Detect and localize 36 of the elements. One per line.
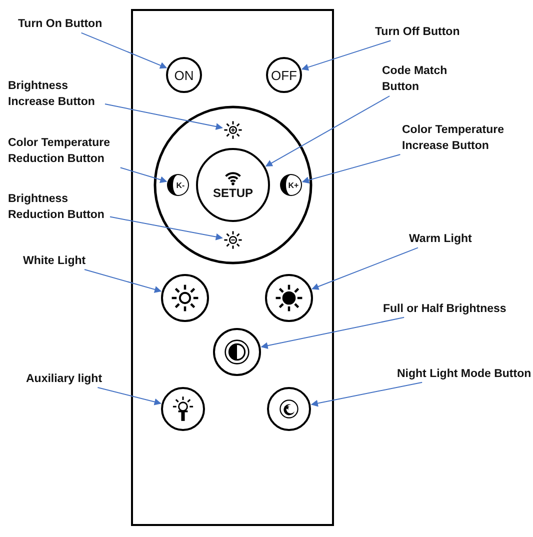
callout-label: White Light (23, 253, 86, 269)
round-button: K+ (280, 174, 302, 196)
round-button (161, 274, 209, 322)
button-label: SETUP (212, 186, 253, 200)
sun-icon (223, 120, 243, 140)
callout-label: Color Temperature Reduction Button (8, 135, 123, 167)
round-button (265, 274, 313, 322)
leader-line (84, 269, 162, 293)
leader-line (302, 154, 401, 184)
leader-line (260, 316, 405, 350)
leader-line (265, 96, 390, 167)
sun-icon (223, 230, 243, 250)
leader-line (97, 387, 162, 406)
callout-label: Code Match Button (382, 63, 457, 95)
leader-line (104, 104, 223, 130)
leader-line (312, 247, 418, 290)
callout-label: Night Light Mode Button (397, 366, 532, 382)
callout-label: Color Temperature Increase Button (402, 122, 517, 154)
leader-line (310, 382, 423, 407)
callout-label: Turn Off Button (375, 24, 460, 40)
callout-label: Full or Half Brightness (383, 301, 506, 317)
callout-label: Turn On Button (18, 16, 102, 32)
leader-line (120, 167, 168, 184)
leader-line (301, 40, 392, 71)
round-button (213, 328, 261, 376)
leader-line (110, 216, 223, 240)
callout-label: Auxiliary light (26, 371, 102, 387)
round-button: K- (167, 174, 189, 196)
round-button: ON (166, 57, 202, 93)
round-button (267, 387, 311, 431)
callout-label: Brightness Reduction Button (8, 191, 108, 223)
round-button: OFF (266, 57, 302, 93)
round-button (161, 387, 205, 431)
callout-label: Brightness Increase Button (8, 78, 103, 110)
leader-line (80, 32, 168, 69)
callout-label: Warm Light (409, 231, 472, 247)
